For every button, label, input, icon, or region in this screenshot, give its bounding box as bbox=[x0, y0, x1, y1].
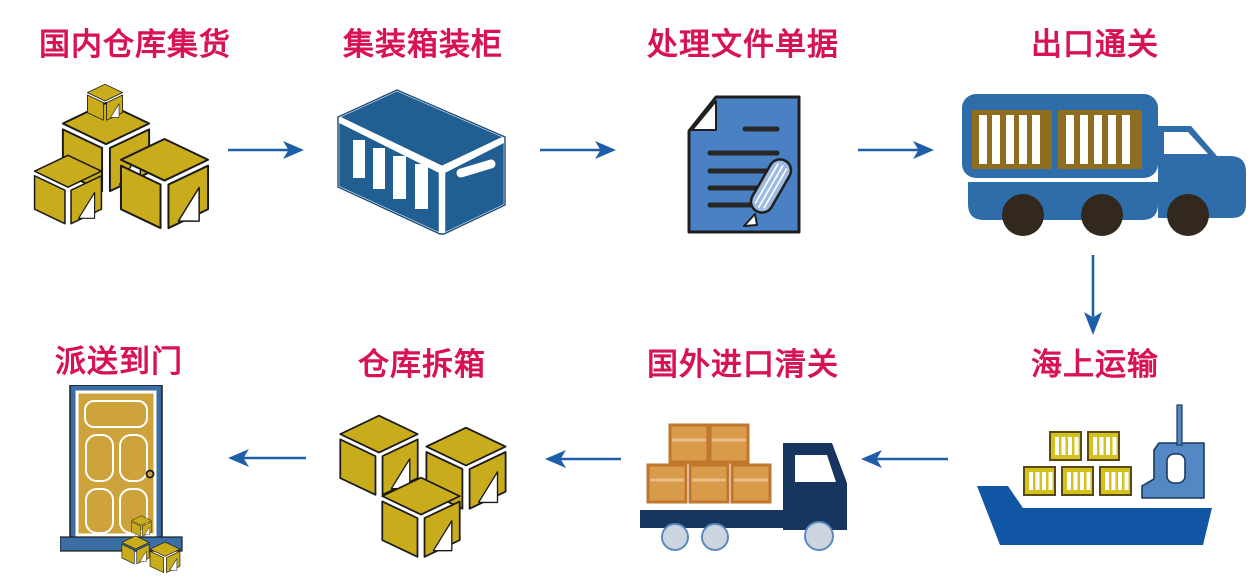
flow-arrow-right-1 bbox=[228, 141, 304, 159]
flow-arrow-left-2 bbox=[545, 450, 621, 468]
delivery-truck-icon bbox=[640, 423, 847, 551]
cargo-ship-icon bbox=[977, 404, 1212, 545]
step-label-export-customs: 出口通关 bbox=[1031, 27, 1159, 62]
shipping-container-icon bbox=[336, 88, 507, 236]
door-delivery-icon bbox=[60, 385, 183, 573]
step-label-sea-transport: 海上运输 bbox=[1031, 347, 1159, 382]
flow-arrow-down bbox=[1084, 255, 1102, 335]
step-label-door-delivery: 派送到门 bbox=[55, 344, 183, 379]
step-label-process-documents: 处理文件单据 bbox=[647, 27, 839, 62]
flow-arrow-right-2 bbox=[540, 141, 616, 159]
warehouse-boxes-icon bbox=[33, 83, 210, 230]
flow-arrow-right-3 bbox=[858, 141, 934, 159]
step-label-domestic-warehouse: 国内仓库集货 bbox=[39, 27, 231, 62]
container-truck-icon bbox=[962, 94, 1246, 236]
step-label-warehouse-unpacking: 仓库拆箱 bbox=[358, 347, 486, 382]
step-label-container-loading: 集装箱装柜 bbox=[343, 27, 503, 62]
document-pencil-icon bbox=[687, 95, 801, 234]
flow-arrow-left-3 bbox=[228, 449, 306, 467]
flow-arrow-left-1 bbox=[861, 450, 948, 468]
unpacking-boxes-icon bbox=[339, 414, 507, 558]
step-label-import-customs: 国外进口清关 bbox=[647, 347, 839, 382]
